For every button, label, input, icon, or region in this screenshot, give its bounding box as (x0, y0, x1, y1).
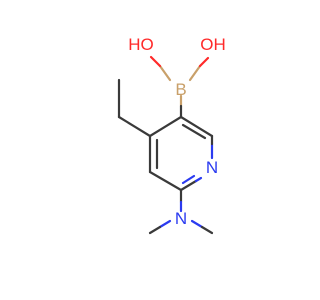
bond-c2-c3 (179, 115, 214, 138)
bond-c6-n-b (194, 176, 203, 183)
bond-b-o-right (188, 64, 202, 82)
bond-namine-me2-b (200, 225, 214, 235)
bond-namine-me1-b (148, 225, 162, 235)
molecule-canvas: HO OH B N N (117, 35, 226, 235)
boron-label: B (175, 80, 186, 99)
ring-nitrogen-label: N (206, 158, 218, 177)
bond-b-o-left (158, 64, 172, 82)
bond-c6-n-double (181, 174, 196, 185)
bond-c2-c3-inner (181, 123, 207, 140)
bond-c6-n-a (179, 179, 198, 192)
bond-namine-me1-a (158, 219, 172, 229)
bond-b-o-right-2 (198, 56, 210, 68)
hydroxyl-left-label: HO (128, 35, 154, 54)
amine-nitrogen-label: N (175, 209, 187, 228)
bond-namine-me2-a (190, 219, 204, 229)
bond-c3-c4 (148, 115, 183, 138)
bond-c5-c6 (148, 170, 183, 192)
bond-b-o-left-2 (149, 55, 162, 68)
bond-c4-ethyl (117, 115, 152, 138)
molecule-structure: HO OH B N N (117, 35, 226, 235)
hydroxyl-right-label: OH (200, 35, 226, 54)
